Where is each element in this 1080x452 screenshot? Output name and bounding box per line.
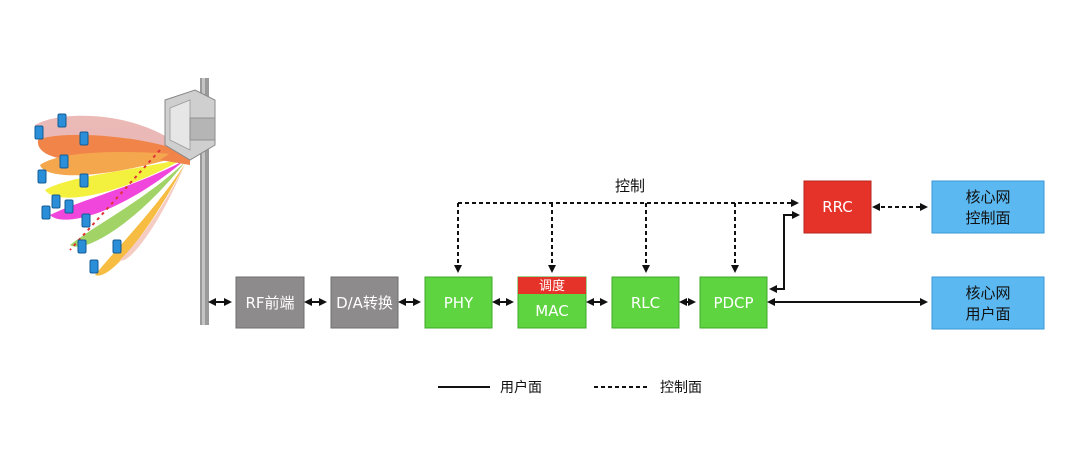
core-control-plane-block xyxy=(931,180,1045,234)
core-control-plane-label-1: 核心网 xyxy=(965,188,1010,206)
scheduler-block xyxy=(518,277,586,294)
core-user-plane-label-1: 核心网 xyxy=(965,284,1010,302)
antenna-tower-icon xyxy=(34,78,216,325)
phone-icon xyxy=(34,113,122,274)
legend-control-plane: 控制面 xyxy=(660,380,702,396)
beam-fan-icon xyxy=(34,115,190,276)
pdcp-label: PDCP xyxy=(713,294,753,312)
phy-label: PHY xyxy=(444,294,474,312)
rlc-label: RLC xyxy=(631,294,660,312)
da-converter-label: D/A转换 xyxy=(336,294,393,312)
rlc-block xyxy=(611,276,680,329)
core-user-plane-label-2: 用户面 xyxy=(965,305,1010,323)
legend: 用户面 控制面 xyxy=(438,379,702,396)
user-plane-links xyxy=(208,211,928,306)
rrc-label: RRC xyxy=(822,198,853,216)
pdcp-block xyxy=(699,276,768,329)
mac-label: MAC xyxy=(535,302,568,320)
core-control-plane-label-2: 控制面 xyxy=(965,209,1010,227)
core-user-plane-block xyxy=(931,276,1045,330)
control-plane-links xyxy=(454,199,928,273)
rrc-block xyxy=(803,180,872,234)
control-label: 控制 xyxy=(615,177,645,195)
da-converter-block xyxy=(330,276,399,329)
legend-user-plane: 用户面 xyxy=(500,379,542,396)
scheduler-label: 调度 xyxy=(539,278,565,294)
rf-frontend-block xyxy=(235,276,305,329)
rf-frontend-label: RF前端 xyxy=(245,294,294,312)
